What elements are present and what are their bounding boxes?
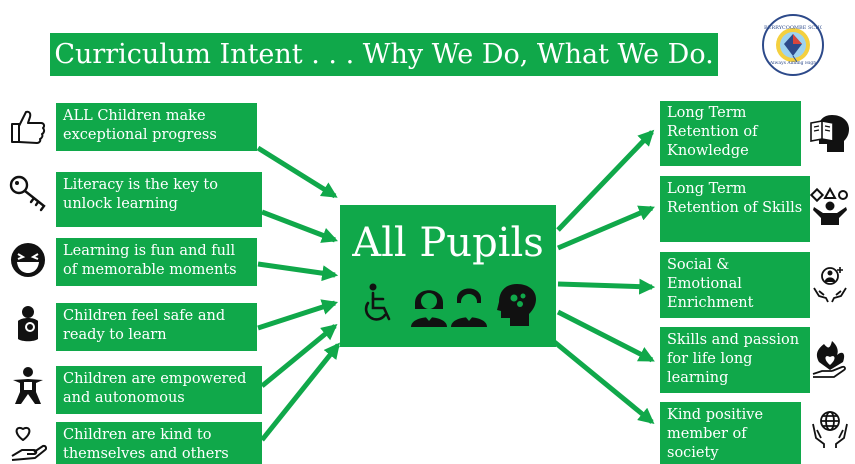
book-head-icon — [810, 113, 850, 153]
pupil-boy-icon — [448, 281, 490, 327]
left-box-empowered: Children are empowered and autonomous — [56, 366, 262, 414]
right-box-passion: Skills and passion for life long learnin… — [660, 327, 810, 393]
page-title: Curriculum Intent . . . Why We Do, What … — [50, 33, 718, 76]
safe-child-icon — [8, 305, 48, 345]
wheelchair-icon — [358, 281, 400, 327]
right-box-skills: Long Term Retention of Skills — [660, 176, 810, 242]
arrow-left-6 — [260, 342, 340, 442]
logo-school-name: BERRYCOOMBE SCHOOL — [764, 25, 822, 31]
heart-hand-icon — [8, 422, 48, 462]
center-title: All Pupils — [352, 220, 544, 266]
right-box-social: Social & Emotional Enrichment — [660, 252, 810, 318]
center-box: All Pupils — [340, 205, 556, 347]
laughing-face-icon — [8, 240, 48, 280]
arrow-left-5 — [260, 323, 338, 388]
globe-hands-icon — [810, 408, 850, 448]
arrow-left-3 — [257, 261, 339, 282]
left-box-progress: ALL Children make exceptional progress — [56, 103, 257, 151]
pupil-girl-icon — [408, 281, 450, 327]
arrow-left-1 — [256, 145, 338, 199]
arrow-right-4 — [556, 309, 655, 363]
thumbs-up-icon — [8, 107, 48, 147]
heart-flame-icon — [810, 338, 850, 378]
brain-head-icon — [496, 281, 538, 327]
caring-hands-icon — [810, 264, 850, 304]
left-box-kind: Children are kind to themselves and othe… — [56, 422, 262, 464]
arrow-right-3 — [557, 278, 656, 295]
left-box-safe: Children feel safe and ready to learn — [56, 303, 257, 351]
left-box-fun: Learning is fun and full of memorable mo… — [56, 238, 257, 286]
kite-emblem-icon — [776, 28, 810, 63]
arrow-left-2 — [261, 209, 338, 243]
logo-motto: Always Aiming High — [769, 61, 817, 66]
empowered-person-icon — [8, 366, 48, 406]
key-icon — [8, 173, 48, 213]
left-box-literacy: Literacy is the key to unlock learning — [56, 172, 262, 227]
arrow-left-4 — [257, 299, 339, 331]
right-box-society: Kind positive member of society — [660, 402, 801, 464]
juggling-person-icon — [810, 187, 850, 227]
right-box-knowledge: Long Term Retention of Knowledge — [660, 101, 801, 166]
arrow-right-1 — [556, 129, 655, 232]
arrow-right-2 — [557, 205, 655, 251]
school-logo: BERRYCOOMBE SCHOOL Always Aiming High — [762, 14, 824, 76]
arrow-right-5 — [550, 338, 655, 425]
